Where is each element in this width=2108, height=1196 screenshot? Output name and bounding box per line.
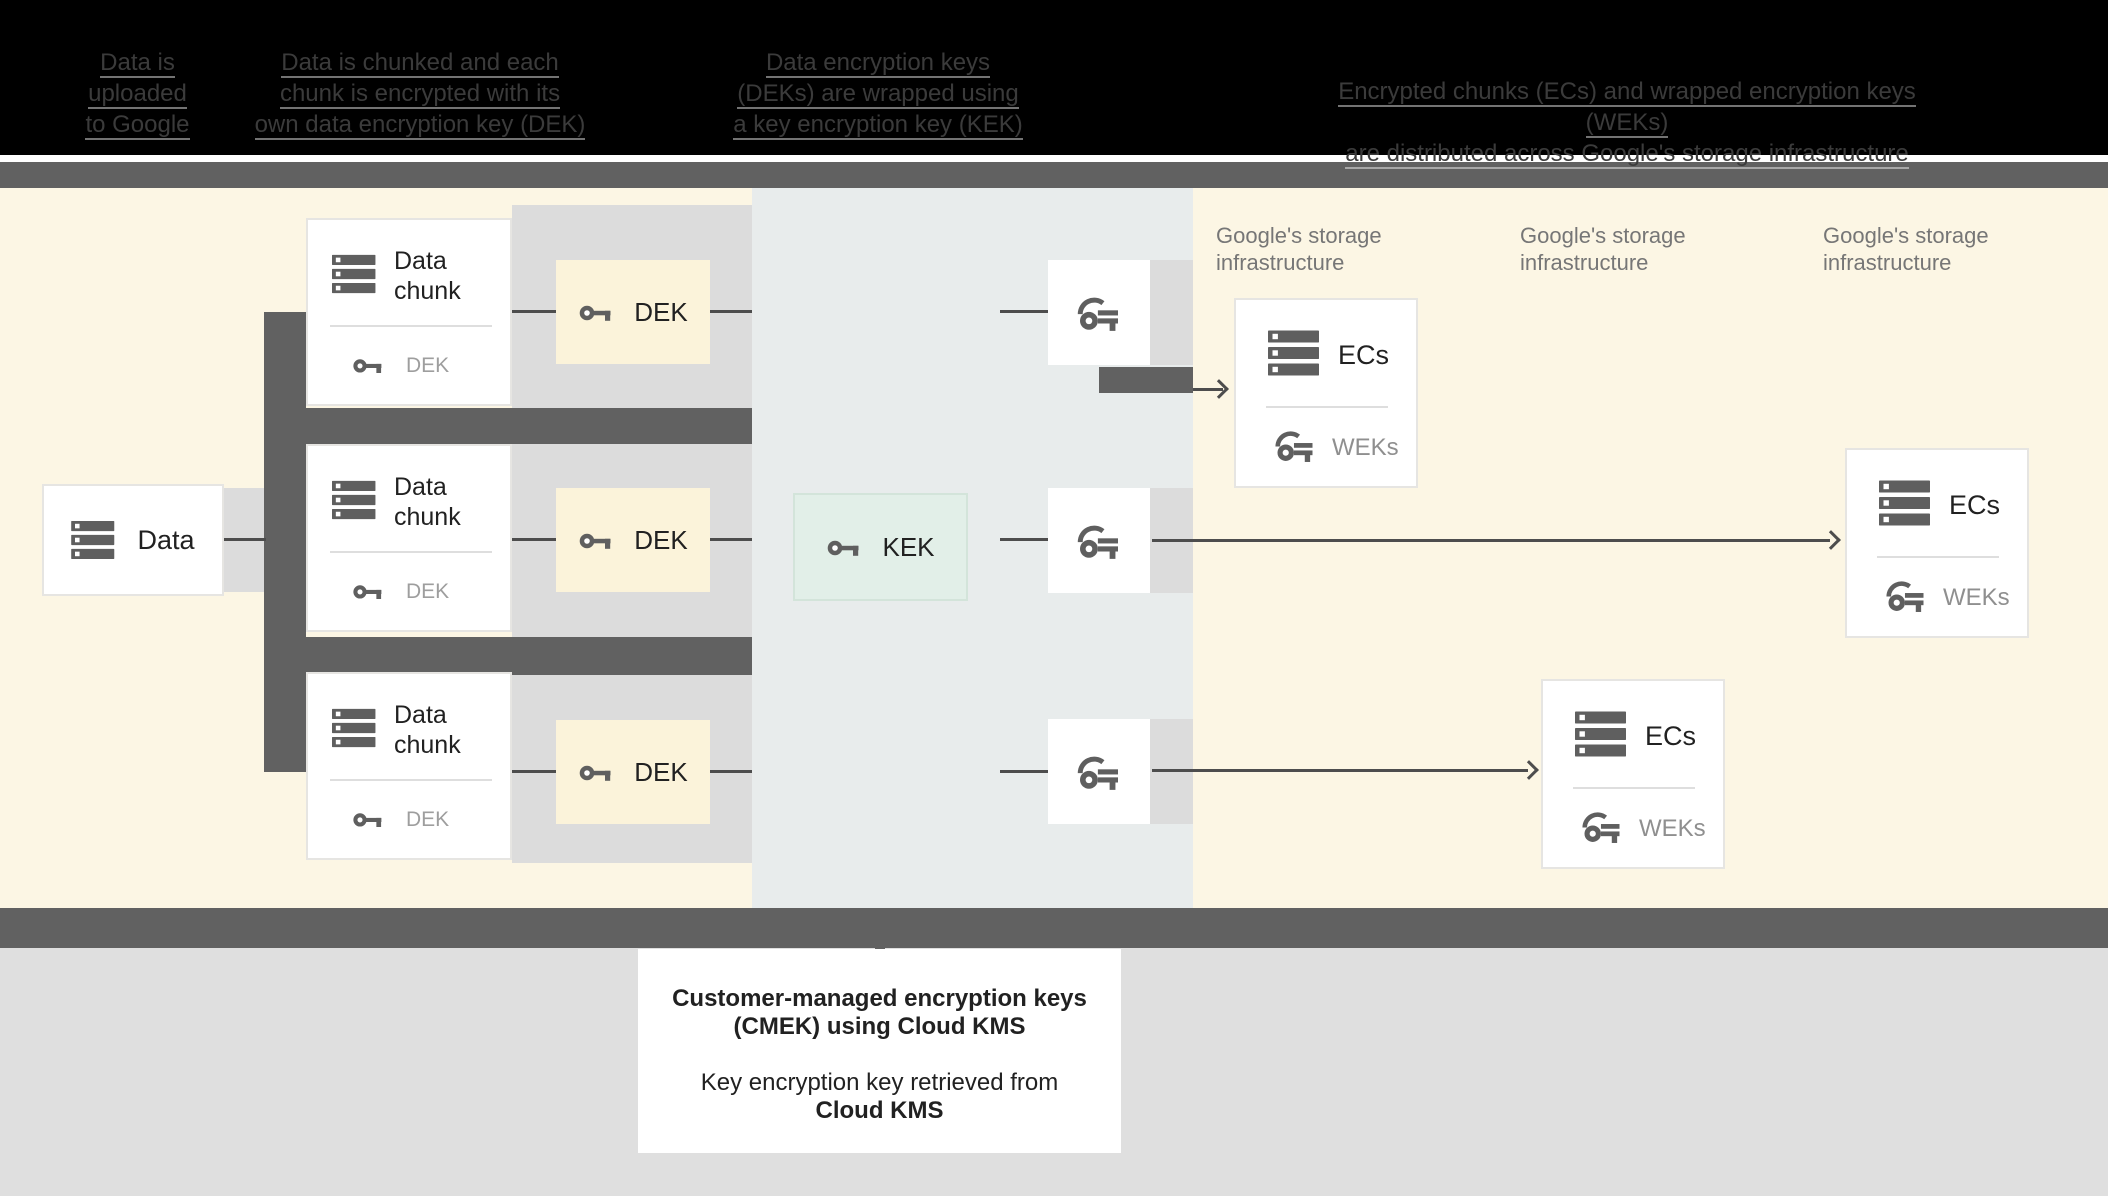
dek2-out-line bbox=[710, 538, 752, 541]
weks-label: WEKs bbox=[1943, 584, 2010, 611]
wrapped-key-icon bbox=[1076, 753, 1122, 791]
key-icon bbox=[352, 809, 388, 829]
dek-box-1: DEK bbox=[556, 260, 710, 364]
data-box: Data bbox=[42, 484, 224, 596]
dek-label: DEK bbox=[634, 524, 688, 555]
key-icon bbox=[352, 581, 388, 601]
ecs-box-1: ECs WEKs bbox=[1234, 298, 1418, 488]
caption-wrapping: Data encryption keys (DEKs) are wrapped … bbox=[733, 49, 1023, 138]
bottom-dark-band bbox=[0, 908, 2108, 948]
wrapped-key1-elbow bbox=[1099, 367, 1193, 393]
key-icon bbox=[826, 536, 866, 558]
divider bbox=[330, 551, 492, 553]
caption-distribution: Encrypted chunks (ECs) and wrapped encry… bbox=[1338, 78, 1916, 167]
cmek-body-line1: Key encryption key retrieved from bbox=[700, 1069, 1059, 1096]
kek-label: KEK bbox=[882, 531, 935, 562]
chunk-dek-label: DEK bbox=[406, 354, 450, 377]
wrapped-key-box-2 bbox=[1048, 488, 1150, 593]
cmek-caption-card: Customer-managed encryption keys (CMEK) … bbox=[638, 949, 1121, 1153]
chunk1-to-dek1-line bbox=[512, 310, 556, 313]
server-icon bbox=[1879, 480, 1933, 526]
server-icon bbox=[332, 480, 378, 520]
kek-stub-1 bbox=[1000, 310, 1048, 313]
branch-bar-1 bbox=[264, 408, 752, 444]
divider bbox=[1573, 787, 1695, 789]
dek1-out-line bbox=[710, 310, 752, 313]
ecs-title: ECs bbox=[1338, 340, 1390, 370]
chunk3-to-dek3-line bbox=[512, 770, 556, 773]
server-icon bbox=[332, 708, 378, 748]
spacer bbox=[638, 1041, 1121, 1069]
key-icon bbox=[352, 355, 388, 375]
divider bbox=[330, 779, 492, 781]
cmek-title-line2: (CMEK) using Cloud KMS bbox=[733, 1013, 1026, 1040]
arrow-to-ecs1-line bbox=[1193, 388, 1223, 391]
kek-box: KEK bbox=[793, 493, 968, 601]
divider bbox=[1266, 406, 1388, 408]
key-icon bbox=[578, 761, 618, 783]
cmek-title-line1: Customer-managed encryption keys bbox=[672, 985, 1087, 1012]
caption-upload: Data is uploaded to Google bbox=[85, 49, 190, 138]
ecs-title: ECs bbox=[1645, 721, 1697, 751]
chunk-dek-label: DEK bbox=[406, 580, 450, 603]
dek-box-2: DEK bbox=[556, 488, 710, 592]
chunk2-to-dek2-line bbox=[512, 538, 556, 541]
server-icon bbox=[71, 521, 117, 559]
caption-chunking: Data is chunked and each chunk is encryp… bbox=[254, 49, 586, 138]
wrapped-key-icon bbox=[1076, 294, 1122, 332]
key-icon bbox=[578, 301, 618, 323]
dek-label: DEK bbox=[634, 296, 688, 327]
chunk-dek-label: DEK bbox=[406, 808, 450, 831]
top-dark-band bbox=[0, 162, 2108, 188]
server-icon bbox=[332, 254, 378, 294]
arrow-to-ecs2-line bbox=[1152, 539, 1830, 542]
branch-bar-2 bbox=[264, 637, 752, 675]
divider bbox=[1877, 556, 1999, 558]
data-box-label: Data bbox=[137, 524, 195, 555]
wrapped-key-icon bbox=[1076, 522, 1122, 560]
header-separator bbox=[0, 155, 2108, 162]
branch-trunk bbox=[264, 312, 306, 772]
key-icon bbox=[578, 529, 618, 551]
dek-box-3: DEK bbox=[556, 720, 710, 824]
ecs-box-3: ECs WEKs bbox=[1541, 679, 1725, 869]
wrapped-key-icon bbox=[1581, 809, 1623, 844]
cmek-body-line2: Cloud KMS bbox=[815, 1097, 944, 1124]
data-to-trunk-line bbox=[224, 538, 266, 541]
dek3-out-line bbox=[710, 770, 752, 773]
weks-label: WEKs bbox=[1332, 434, 1399, 461]
divider bbox=[330, 325, 492, 327]
wrapped-key-box-3 bbox=[1048, 719, 1150, 824]
wrapped-key-icon bbox=[1274, 428, 1316, 463]
weks-label: WEKs bbox=[1639, 815, 1706, 842]
wrapped-key-icon bbox=[1885, 578, 1927, 613]
keybox1-stripe bbox=[1150, 260, 1193, 365]
header-band bbox=[0, 0, 2108, 155]
ecs-box-2: ECs WEKs bbox=[1845, 448, 2029, 638]
ecs-title: ECs bbox=[1949, 490, 2001, 520]
kek-stub-3 bbox=[1000, 770, 1048, 773]
arrow-to-ecs3-line bbox=[1152, 769, 1528, 772]
wrapped-key-box-1 bbox=[1048, 260, 1150, 365]
kek-stub-2 bbox=[1000, 538, 1048, 541]
server-icon bbox=[1268, 330, 1322, 376]
server-icon bbox=[1575, 711, 1629, 757]
dek-label: DEK bbox=[634, 756, 688, 787]
